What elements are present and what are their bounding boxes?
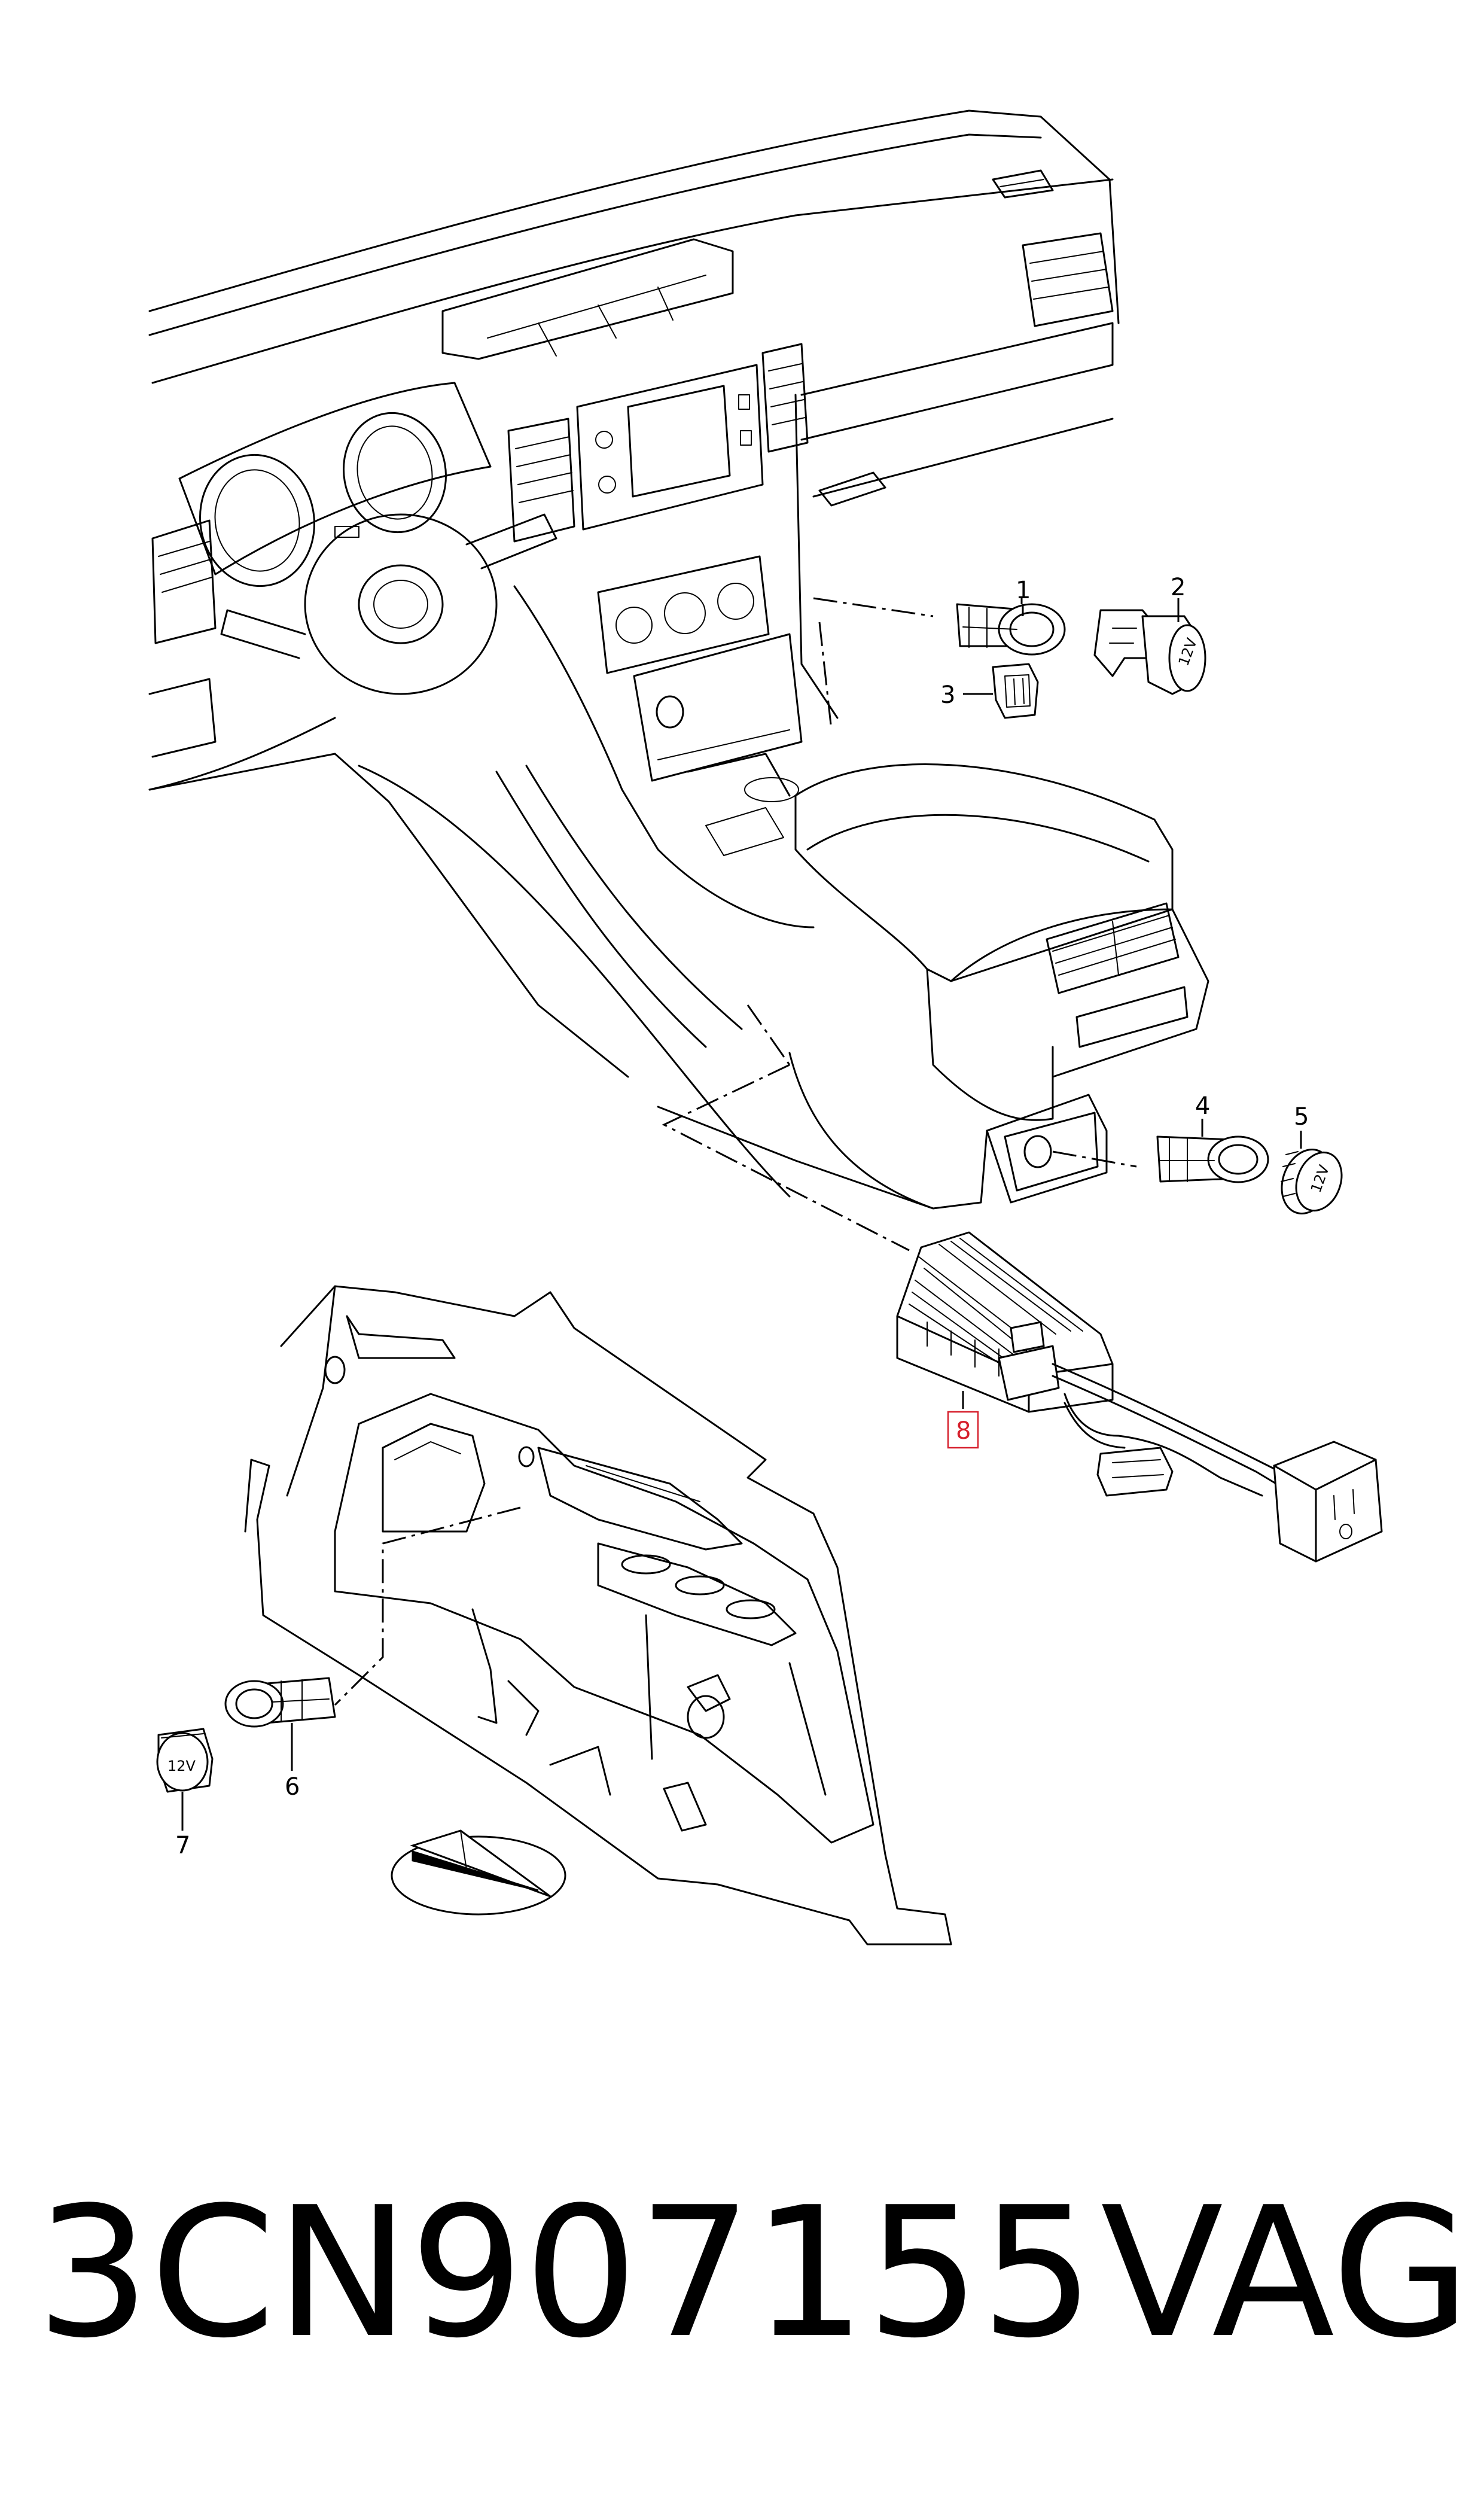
part-1-socket-insert — [956, 603, 1066, 656]
part-5-12v-cap: 12V — [1281, 1149, 1343, 1214]
footer: 3CN907155 VAG — [0, 2166, 1484, 2405]
part-4-socket-insert — [1156, 1135, 1269, 1183]
callouts: 1 2 3 4 5 6 7 8 — [175, 574, 1309, 1859]
callout-3: 3 — [940, 681, 955, 709]
callout-leaders — [181, 598, 1302, 1831]
dashboard-illustration — [148, 109, 1209, 1210]
callout-4: 4 — [1195, 1092, 1210, 1120]
callout-2: 2 — [1171, 574, 1186, 601]
callout-5: 5 — [1294, 1103, 1309, 1131]
guide-lines — [334, 597, 1137, 1706]
callout-7: 7 — [175, 1832, 190, 1859]
part-2-12v-socket: 12V — [1093, 609, 1206, 695]
part-8-inverter — [896, 1231, 1383, 1563]
part-number: 3CN907155 — [36, 2169, 1095, 2377]
callout-8-highlight-box — [947, 1411, 979, 1449]
callout-8: 8 — [956, 1417, 971, 1445]
parts-diagram: 12V 12V — [148, 109, 1383, 1945]
rear-trim-panel — [244, 1285, 952, 1945]
callout-6: 6 — [285, 1773, 300, 1801]
brand-name: VAG — [1101, 2169, 1471, 2377]
callout-1: 1 — [1016, 577, 1031, 604]
part-7-12v-cap: 12V — [156, 1728, 214, 1793]
part-3-connector — [992, 663, 1039, 719]
part-7-voltage-label: 12V — [167, 1758, 196, 1774]
part-6-socket-insert — [224, 1677, 336, 1728]
orientation-compass-icon — [391, 1829, 566, 1916]
